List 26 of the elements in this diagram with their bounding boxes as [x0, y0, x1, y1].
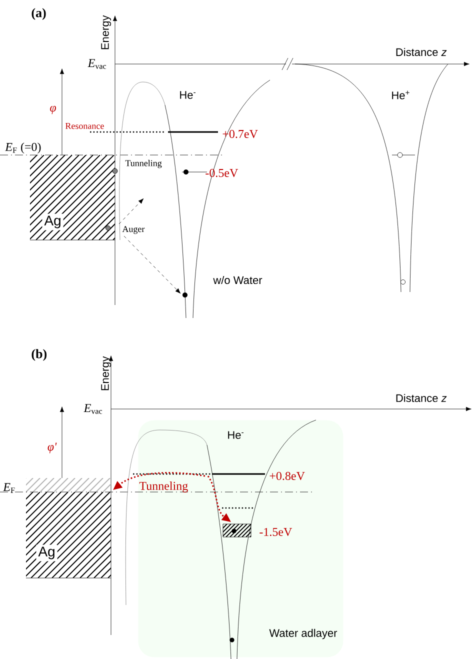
axis-label: Energy	[101, 15, 112, 50]
axis-label: Distance z	[396, 394, 447, 402]
panel-label: (a)	[32, 8, 46, 20]
work-function-label: φ	[50, 106, 56, 114]
level-label: E$_{vac}$	[84, 404, 102, 414]
process-label: Resonance	[65, 123, 104, 129]
condition-label: w/o Water	[213, 276, 262, 284]
ion-label: He$^{-}$	[180, 91, 196, 99]
process-label: Auger	[122, 226, 145, 234]
work-function-label: φ'	[48, 442, 57, 454]
axis-label: Distance z	[396, 48, 447, 56]
energy-label: +0.7eV	[222, 130, 258, 138]
panel-label: (b)	[32, 349, 47, 361]
level-label: E$_{F}$	[3, 483, 15, 493]
water-adlayer-region	[138, 420, 344, 658]
level-label: E$_{F}$ (=0)	[5, 142, 41, 154]
level-label: E$_{vac}$	[88, 59, 106, 69]
metal-label: Ag	[36, 544, 58, 562]
energy-label: -0.5eV	[206, 168, 238, 178]
ion-label: He$^{+}$	[392, 90, 410, 100]
process-label: Tunneling	[125, 160, 162, 168]
axis-label: Energy	[101, 356, 112, 390]
energy-label: +0.8eV	[270, 472, 305, 480]
metal-label: Ag	[42, 214, 64, 230]
energy-label: -1.5eV	[260, 528, 292, 536]
process-label: Tunneling	[139, 482, 188, 492]
